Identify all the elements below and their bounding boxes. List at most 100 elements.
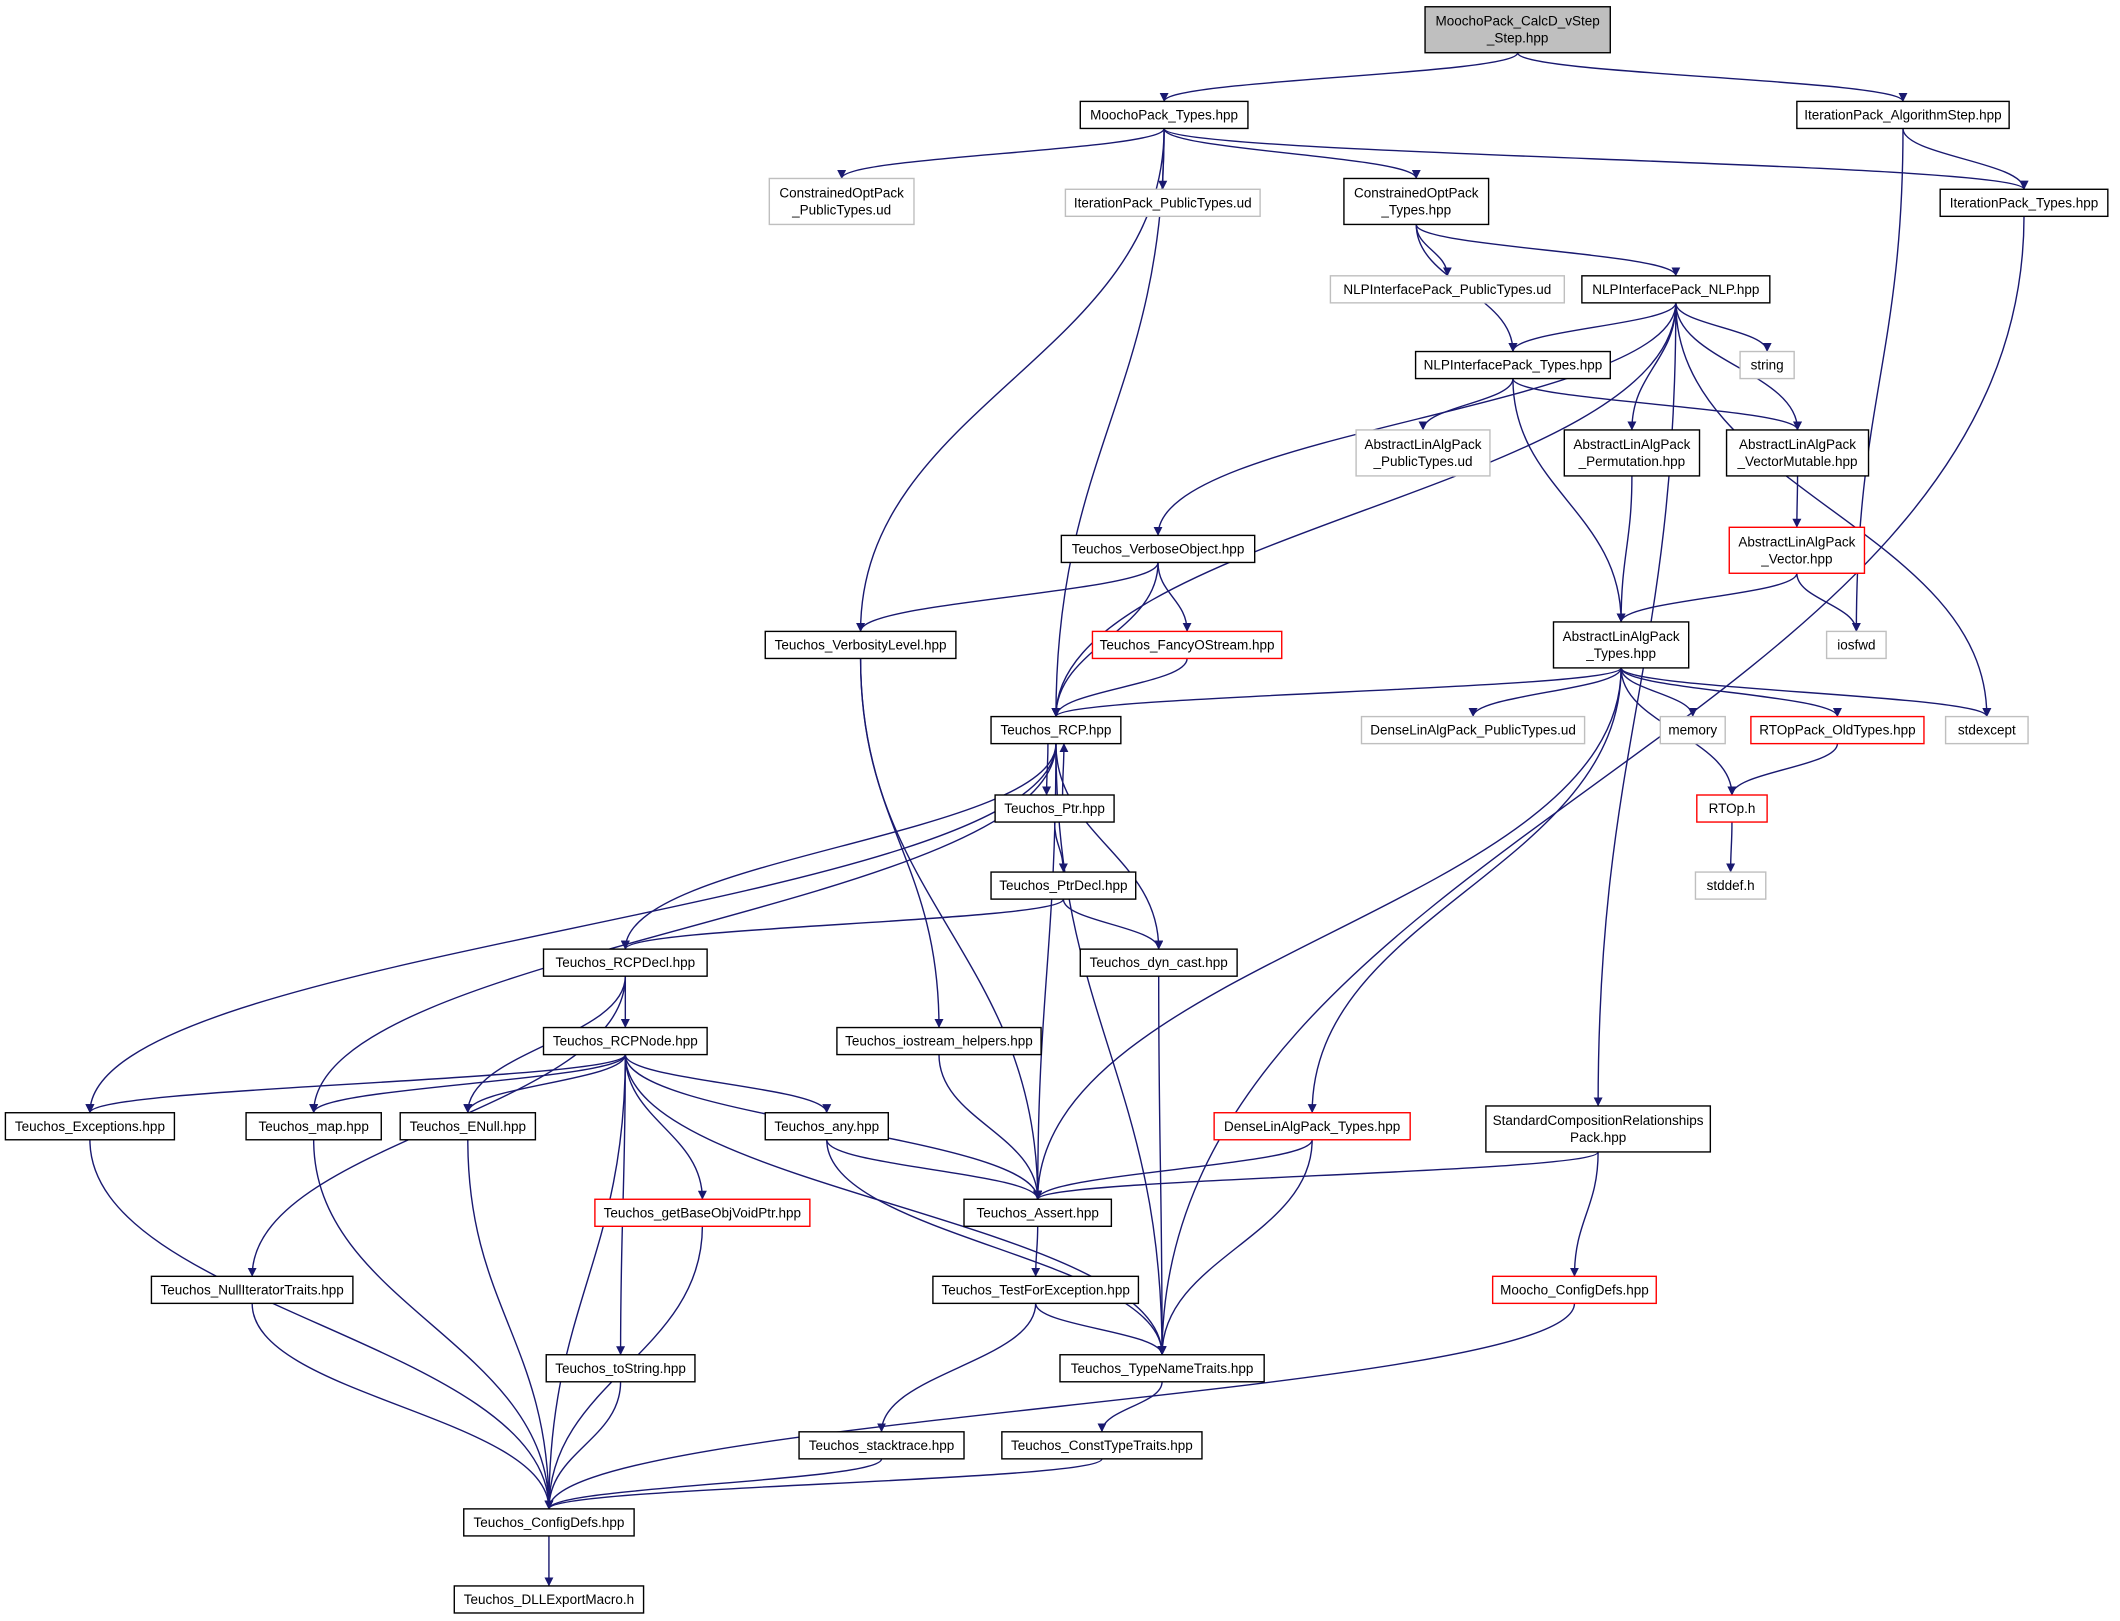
node-box (1414, 350, 1611, 380)
node-box (1750, 715, 1925, 745)
node-label: DenseLinAlgPack_PublicTypes.ud (1370, 723, 1576, 738)
node-verb-level[interactable]: Teuchos_VerbosityLevel.hpp (764, 630, 957, 660)
node-rcpdecl[interactable]: Teuchos_RCPDecl.hpp (542, 948, 708, 977)
node-map[interactable]: Teuchos_map.hpp (245, 1112, 382, 1141)
node-box (1079, 948, 1238, 977)
node-box (963, 1198, 1113, 1228)
node-ala-vecmut[interactable]: AbstractLinAlgPack_VectorMutable.hpp (1725, 429, 1870, 477)
node-iter-public[interactable]: IterationPack_PublicTypes.ud (1064, 188, 1261, 218)
node-ala-vector[interactable]: AbstractLinAlgPack_Vector.hpp (1728, 526, 1866, 574)
node-label: IterationPack_PublicTypes.ud (1074, 195, 1252, 210)
node-label: AbstractLinAlgPack (1738, 534, 1855, 549)
edge-nlp-nlp-to-std-comp (1593, 302, 1677, 1107)
node-label: Teuchos_TestForException.hpp (941, 1282, 1129, 1297)
edge-root-to-iter-algstep (1516, 52, 1908, 103)
node-stacktrace[interactable]: Teuchos_stacktrace.hpp (798, 1431, 965, 1460)
node-test-exc[interactable]: Teuchos_TestForException.hpp (932, 1275, 1140, 1305)
node-label: RTOpPack_OldTypes.hpp (1759, 723, 1915, 738)
edge-ala-vector-to-iosfwd (1796, 573, 1861, 632)
node-box (994, 794, 1115, 823)
node-label: Teuchos_Ptr.hpp (1004, 801, 1105, 816)
edge-std-comp-to-moocho-config (1569, 1151, 1599, 1277)
node-enull[interactable]: Teuchos_ENull.hpp (399, 1112, 537, 1141)
node-label: ConstrainedOptPack (1354, 185, 1479, 200)
node-moocho-types[interactable]: MoochoPack_Types.hpp (1079, 100, 1249, 130)
node-rtop-h[interactable]: RTOp.h (1696, 794, 1768, 823)
node-label: _Step.hpp (1486, 31, 1549, 46)
node-ala-public[interactable]: AbstractLinAlgPack_PublicTypes.ud (1355, 429, 1491, 477)
node-iter-types[interactable]: IterationPack_Types.hpp (1939, 188, 2109, 218)
edge-rtop-old-to-rtop-h (1727, 743, 1839, 796)
node-ala-types[interactable]: AbstractLinAlgPack_Types.hpp (1552, 621, 1690, 669)
node-nlp-types[interactable]: NLPInterfacePack_Types.hpp (1414, 350, 1611, 380)
node-typename[interactable]: Teuchos_TypeNameTraits.hpp (1059, 1354, 1265, 1383)
node-label: IterationPack_Types.hpp (1950, 195, 2099, 210)
node-stdexcept[interactable]: stdexcept (1944, 715, 2029, 745)
edge-ala-types-to-rcp (1051, 667, 1622, 718)
node-ptrdecl[interactable]: Teuchos_PtrDecl.hpp (990, 871, 1137, 900)
node-ptr[interactable]: Teuchos_Ptr.hpp (994, 794, 1115, 823)
node-root[interactable]: MoochoPack_CalcD_vStep_Step.hpp (1424, 6, 1611, 54)
node-box (1581, 275, 1771, 304)
node-memory[interactable]: memory (1659, 715, 1726, 745)
node-iter-algstep[interactable]: IterationPack_AlgorithmStep.hpp (1796, 100, 2010, 130)
edge-any-to-assert (826, 1139, 1043, 1200)
node-nlp-public[interactable]: NLPInterfacePack_PublicTypes.ud (1329, 275, 1566, 304)
edge-ala-perm-to-ala-types (1616, 475, 1633, 623)
edge-rcpnode-to-map (309, 1054, 627, 1114)
node-ala-perm[interactable]: AbstractLinAlgPack_Permutation.hpp (1563, 429, 1701, 477)
node-string[interactable]: string (1739, 350, 1795, 380)
node-box (1079, 100, 1249, 130)
node-iosfwd[interactable]: iosfwd (1825, 630, 1887, 660)
node-exceptions[interactable]: Teuchos_Exceptions.hpp (4, 1112, 176, 1141)
edge-verbose-obj-to-verb-level (856, 562, 1159, 632)
edge-iter-types-to-typename (1157, 216, 2025, 1356)
node-box (1343, 177, 1490, 226)
edge-rcp-to-map (309, 743, 1057, 1114)
node-label: Teuchos_iostream_helpers.hpp (845, 1034, 1033, 1049)
edge-root-to-moocho-types (1159, 52, 1519, 103)
node-box (1355, 429, 1491, 477)
node-getbase[interactable]: Teuchos_getBaseObjVoidPtr.hpp (594, 1198, 811, 1228)
node-null-iter[interactable]: Teuchos_NullIteratorTraits.hpp (150, 1275, 354, 1305)
node-config[interactable]: Teuchos_ConfigDefs.hpp (463, 1508, 635, 1537)
node-nlp-nlp[interactable]: NLPInterfacePack_NLP.hpp (1581, 275, 1771, 304)
edge-dense-types-to-typename (1157, 1139, 1313, 1356)
node-rcp[interactable]: Teuchos_RCP.hpp (990, 715, 1122, 745)
node-verbose-obj[interactable]: Teuchos_VerboseObject.hpp (1060, 534, 1256, 564)
node-dense-public[interactable]: DenseLinAlgPack_PublicTypes.ud (1360, 715, 1586, 745)
node-copt-public[interactable]: ConstrainedOptPack_PublicTypes.ud (768, 177, 915, 226)
edge-nlp-nlp-to-stdexcept (1675, 302, 1992, 718)
node-box (1060, 534, 1256, 564)
node-any[interactable]: Teuchos_any.hpp (764, 1112, 889, 1141)
node-dense-types[interactable]: DenseLinAlgPack_Types.hpp (1213, 1112, 1411, 1141)
node-label: Moocho_ConfigDefs.hpp (1500, 1282, 1649, 1297)
edge-rcpnode-to-enull (463, 1054, 627, 1114)
node-label: _VectorMutable.hpp (1736, 454, 1857, 469)
edge-moocho-types-to-copt-public (837, 128, 1165, 179)
node-label: Teuchos_FancyOStream.hpp (1100, 637, 1275, 652)
node-label: Teuchos_Assert.hpp (977, 1205, 1099, 1220)
node-moocho-config[interactable]: Moocho_ConfigDefs.hpp (1491, 1275, 1657, 1305)
node-label: Teuchos_RCPDecl.hpp (556, 955, 696, 970)
node-label: AbstractLinAlgPack (1573, 437, 1690, 452)
node-label: Pack.hpp (1570, 1130, 1626, 1145)
node-tostring[interactable]: Teuchos_toString.hpp (545, 1354, 696, 1383)
node-iostream-helpers[interactable]: Teuchos_iostream_helpers.hpp (836, 1026, 1042, 1056)
edge-rcpnode-to-getbase (624, 1054, 707, 1200)
node-label: Teuchos_RCP.hpp (1001, 723, 1112, 738)
node-label: Teuchos_dyn_cast.hpp (1090, 955, 1228, 970)
node-stddef[interactable]: stddef.h (1694, 871, 1767, 900)
node-copt-types[interactable]: ConstrainedOptPack_Types.hpp (1343, 177, 1490, 226)
node-dllexport[interactable]: Teuchos_DLLExportMacro.h (453, 1585, 645, 1614)
node-consttype[interactable]: Teuchos_ConstTypeTraits.hpp (1001, 1431, 1203, 1460)
node-rtop-old[interactable]: RTOpPack_OldTypes.hpp (1750, 715, 1925, 745)
node-dyn-cast[interactable]: Teuchos_dyn_cast.hpp (1079, 948, 1238, 977)
edge-verbose-obj-to-fancy (1157, 562, 1192, 632)
node-box (1064, 188, 1261, 218)
node-assert[interactable]: Teuchos_Assert.hpp (963, 1198, 1113, 1228)
node-fancy[interactable]: Teuchos_FancyOStream.hpp (1091, 630, 1283, 660)
node-rcpnode[interactable]: Teuchos_RCPNode.hpp (542, 1026, 708, 1056)
